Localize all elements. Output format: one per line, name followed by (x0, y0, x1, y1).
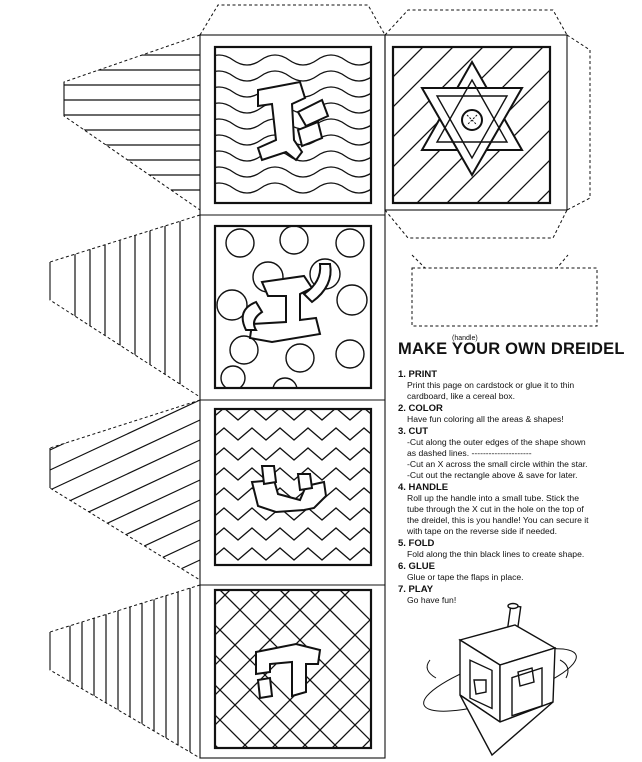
instruction-step: 3. CUT-Cut along the outer edges of the … (398, 426, 634, 481)
face-frame-shin (213, 407, 373, 567)
dreidel-illustration-icon (423, 602, 577, 757)
instruction-step-line: cardboard, like a cereal box. (407, 391, 515, 401)
instruction-step-line: as dashed lines. --------------------- (407, 448, 532, 458)
side-flap-outline (566, 34, 591, 211)
diamond-lattice-pattern (215, 590, 371, 748)
instruction-step-line: Have fun coloring all the areas & shapes… (407, 414, 564, 424)
hei-letter-icon (255, 642, 322, 700)
instruction-step-line: Fold along the thin black lines to creat… (407, 549, 585, 559)
pyramid-flap-2-outline (49, 214, 201, 398)
top-flap-outline (199, 4, 386, 36)
instruction-step-heading: 4. HANDLE (398, 482, 449, 493)
face-frame-star (391, 45, 552, 205)
face-frame-hei (213, 588, 373, 750)
instruction-step-line: Glue or tape the flaps in place. (407, 572, 524, 582)
instruction-step-heading: 1. PRINT (398, 369, 438, 380)
instruction-step-line: -Cut an X across the small circle within… (407, 459, 588, 469)
pyramid-stripes-1 (64, 54, 200, 191)
pyramid-stripes-2 (74, 215, 181, 397)
star-of-david-icon (420, 59, 524, 178)
shin-letter-icon (250, 465, 328, 514)
instruction-step-line: the dreidel, this is you handle! You can… (407, 515, 589, 525)
top-flap-right-outline (384, 9, 568, 36)
instructions-title: MAKE YOUR OWN DREIDEL (398, 340, 625, 358)
instruction-step-line: Go have fun! (407, 595, 457, 605)
handle-cutout-outline (411, 267, 598, 327)
instruction-step-line: Roll up the handle into a small tube. St… (407, 493, 579, 503)
instruction-step-line: with tape on the reverse side if needed. (407, 526, 558, 536)
instruction-step-heading: 6. GLUE (398, 561, 435, 572)
instruction-step-line: -Cut along the outer edges of the shape … (407, 437, 586, 447)
instruction-step-line: -Cut out the rectangle above & save for … (407, 470, 578, 480)
handle-label: (handle) (452, 335, 478, 342)
polka-dot-pattern (216, 226, 368, 388)
instruction-step-heading: 7. PLAY (398, 584, 434, 595)
instruction-step-line: tube through the X cut in the hole on th… (407, 504, 584, 514)
gimel-letter-icon (256, 80, 330, 162)
nun-letter-icon (241, 263, 332, 344)
instruction-step-line: Print this page on cardstock or glue it … (407, 380, 575, 390)
instruction-step-heading: 3. CUT (398, 426, 429, 437)
instruction-step-heading: 5. FOLD (398, 538, 435, 549)
zigzag-pattern (215, 409, 371, 561)
pyramid-flap-1-outline (63, 34, 201, 211)
instruction-step-heading: 2. COLOR (398, 403, 443, 414)
pyramid-stripes-4 (69, 585, 191, 758)
bottom-flap-outline (384, 209, 568, 239)
